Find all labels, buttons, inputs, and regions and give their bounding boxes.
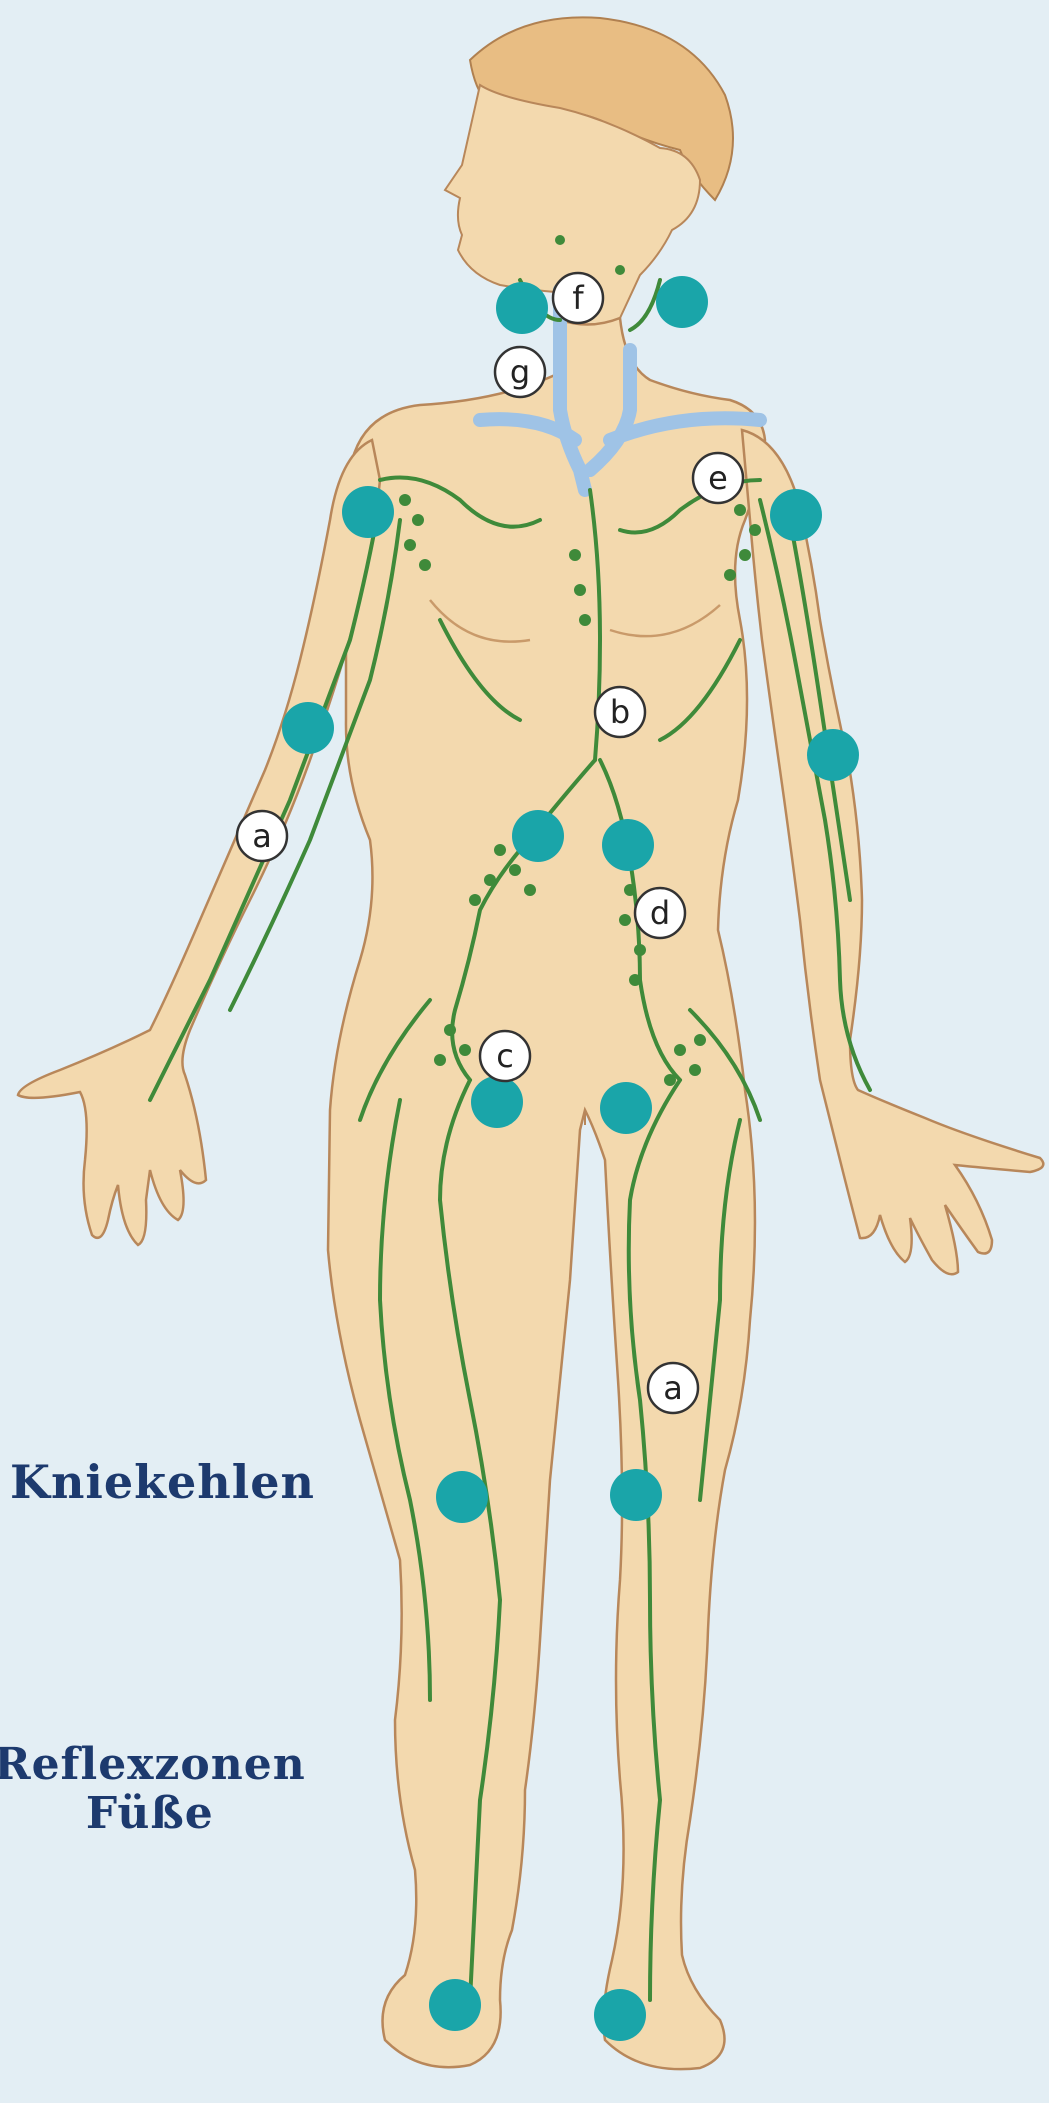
reflex-point-groin-right (600, 1082, 652, 1134)
reflex-point-knee-right (610, 1469, 662, 1521)
reflex-point-neck-left (496, 282, 548, 334)
reflex-point-foot-right (594, 1989, 646, 2041)
reflex-point-abdomen-left (512, 810, 564, 862)
svg-text:f: f (572, 279, 584, 317)
reflex-point-armpit-left (342, 486, 394, 538)
reflex-point-abdomen-right (602, 819, 654, 871)
svg-text:b: b (610, 693, 630, 731)
reflex-point-groin-left (471, 1076, 523, 1128)
torso-legs (328, 318, 765, 2069)
svg-text:c: c (496, 1037, 514, 1075)
marker-b: b (595, 687, 645, 737)
svg-text:g: g (510, 353, 530, 391)
reflex-point-knee-left (436, 1471, 488, 1523)
marker-a-leg: a (648, 1363, 698, 1413)
reflex-point-elbow-right (807, 729, 859, 781)
arm-left (18, 440, 380, 1245)
marker-a-arm: a (237, 811, 287, 861)
label-reflexzonen: Reflexzonen (0, 1740, 306, 1789)
reflex-point-neck-right (656, 276, 708, 328)
label-fuesse: Füße (0, 1789, 306, 1838)
reflex-point-armpit-right (770, 489, 822, 541)
label-reflexzonen-fuesse: Reflexzonen Füße (0, 1740, 306, 1839)
svg-text:a: a (252, 817, 272, 855)
marker-c: c (480, 1031, 530, 1081)
marker-e: e (693, 453, 743, 503)
arm-right (742, 430, 1043, 1274)
svg-text:e: e (708, 459, 728, 497)
label-kniekehlen: Kniekehlen (10, 1455, 315, 1509)
reflex-point-elbow-left (282, 702, 334, 754)
reflex-point-foot-left (429, 1979, 481, 2031)
marker-d: d (635, 888, 685, 938)
marker-f: f (553, 273, 603, 323)
marker-g: g (495, 347, 545, 397)
svg-text:a: a (663, 1369, 683, 1407)
svg-text:d: d (650, 894, 670, 932)
